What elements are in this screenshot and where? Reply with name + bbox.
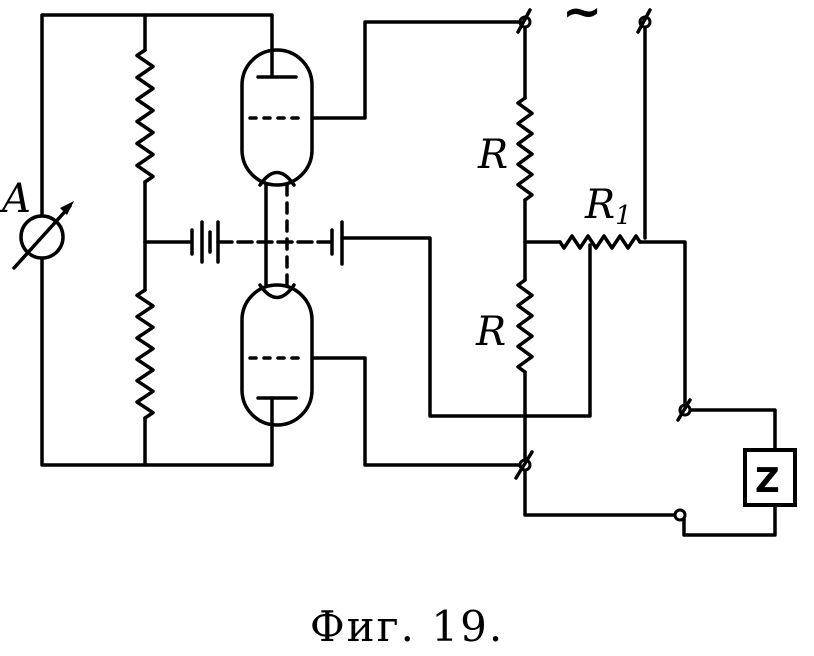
resistor-r-upper	[516, 96, 534, 202]
wire-bias-return	[340, 236, 592, 418]
wire-upper-grid	[310, 20, 527, 120]
resistor-r-lower	[516, 278, 534, 374]
wire-lower-grid	[310, 356, 527, 467]
figure-caption: Фиг. 19.	[309, 602, 505, 651]
wire-r1-out	[638, 240, 777, 452]
terminal	[636, 8, 652, 34]
resistor-r1	[558, 234, 642, 250]
terminal	[673, 508, 687, 522]
resistor-r-lower-label: R	[475, 309, 506, 355]
resistor-left-upper	[135, 48, 155, 184]
load-label: Z	[755, 461, 780, 501]
terminal	[514, 450, 534, 480]
ammeter-label: A	[0, 176, 31, 222]
ac-symbol: ~	[562, 0, 602, 40]
resistor-r-upper-label: R	[477, 132, 508, 178]
resistor-r1-label: R1	[584, 182, 632, 231]
resistor-left-lower	[135, 288, 155, 420]
tube-upper	[240, 48, 314, 187]
wire-bottom	[523, 370, 678, 517]
terminal	[516, 8, 532, 34]
wire-left-loop	[40, 13, 274, 467]
battery-left	[190, 220, 220, 264]
ammeter: A	[0, 176, 74, 270]
battery-right	[330, 220, 344, 266]
terminal	[676, 398, 692, 422]
tube-lower	[240, 283, 314, 427]
load-box	[743, 448, 797, 507]
wire-load-return	[682, 503, 777, 537]
